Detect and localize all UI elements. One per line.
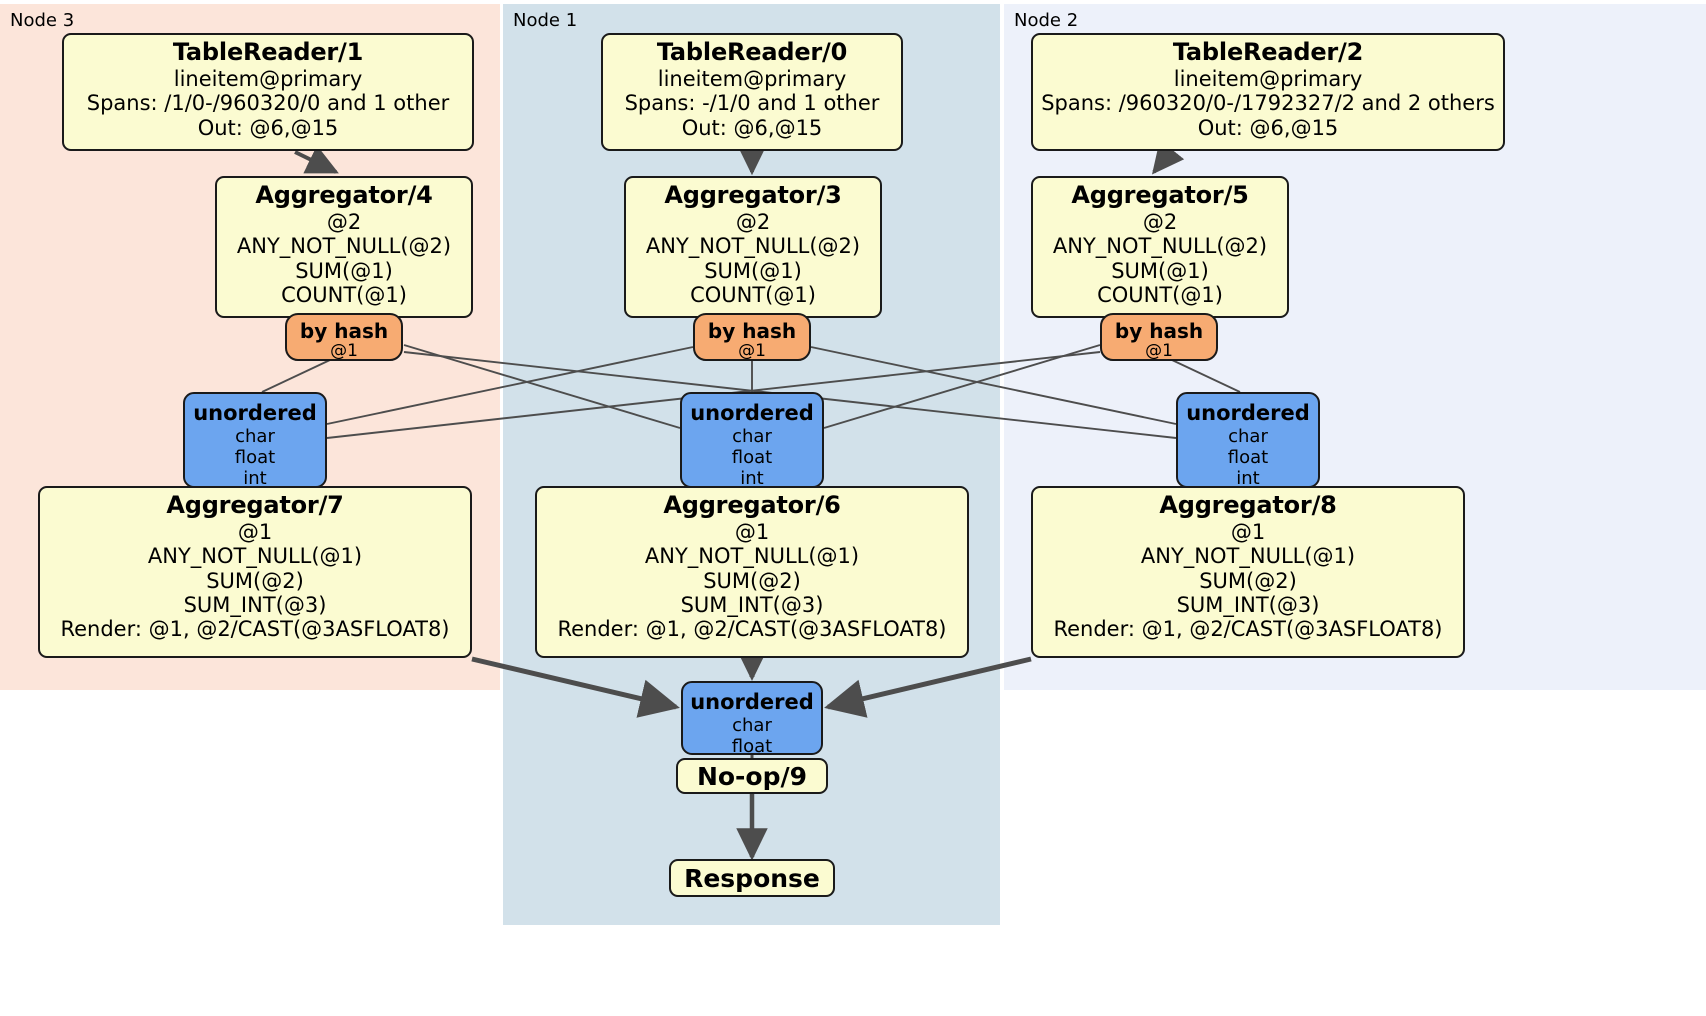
processor-title: TableReader/2 — [1172, 38, 1364, 66]
processor-group: @1 — [1230, 519, 1266, 544]
synchronizer-type: int — [243, 468, 267, 490]
processor-aggregator-4[interactable]: Aggregator/4 @2 ANY_NOT_NULL(@2) SUM(@1)… — [215, 176, 473, 318]
router-column: @1 — [330, 341, 358, 362]
synchronizer-unordered-node1[interactable]: unordered char float int — [680, 392, 824, 490]
processor-agg: ANY_NOT_NULL(@2) — [1052, 234, 1268, 259]
processor-render: Render: @1, @2/CAST(@3ASFLOAT8) — [1053, 617, 1443, 642]
processor-table: lineitem@primary — [1173, 66, 1363, 91]
processor-agg: SUM(@1) — [1111, 258, 1209, 283]
synchronizer-type: int — [740, 468, 764, 490]
processor-table: lineitem@primary — [173, 66, 363, 91]
processor-title: Response — [684, 863, 820, 893]
synchronizer-title: unordered — [193, 401, 317, 425]
node-group-label-node1: Node 1 — [513, 10, 578, 31]
processor-aggregator-7[interactable]: Aggregator/7 @1 ANY_NOT_NULL(@1) SUM(@2)… — [38, 486, 472, 658]
synchronizer-type: char — [732, 714, 772, 736]
processor-group: @2 — [326, 209, 362, 234]
router-by-hash-node2[interactable]: by hash @1 — [1100, 313, 1218, 361]
synchronizer-type: float — [234, 447, 276, 468]
processor-table: lineitem@primary — [657, 66, 847, 91]
processor-group: @2 — [735, 209, 771, 234]
processor-agg: SUM(@2) — [703, 568, 801, 593]
synchronizer-type: char — [235, 425, 275, 447]
processor-agg: ANY_NOT_NULL(@1) — [644, 544, 860, 569]
processor-title: Aggregator/6 — [663, 491, 841, 519]
synchronizer-type: char — [732, 425, 772, 447]
synchronizer-type: char — [1228, 425, 1268, 447]
node-group-label-node3: Node 3 — [10, 10, 75, 31]
processor-tablereader-2[interactable]: TableReader/2 lineitem@primary Spans: /9… — [1031, 33, 1505, 151]
processor-agg: SUM_INT(@3) — [680, 592, 824, 617]
processor-title: Aggregator/8 — [1159, 491, 1337, 519]
processor-out: Out: @6,@15 — [1197, 115, 1339, 140]
processor-agg: ANY_NOT_NULL(@2) — [645, 234, 861, 259]
synchronizer-type: float — [731, 736, 773, 757]
processor-render: Render: @1, @2/CAST(@3ASFLOAT8) — [60, 617, 450, 642]
processor-out: Out: @6,@15 — [197, 115, 339, 140]
processor-title: Aggregator/4 — [255, 181, 433, 209]
processor-title: No-op/9 — [696, 761, 808, 791]
processor-agg: COUNT(@1) — [690, 282, 816, 307]
processor-spans: Spans: -/1/0 and 1 other — [624, 91, 880, 116]
router-column: @1 — [738, 341, 766, 362]
processor-title: TableReader/1 — [172, 38, 364, 66]
processor-agg: SUM(@2) — [206, 568, 304, 593]
processor-title: Aggregator/7 — [166, 491, 344, 519]
processor-title: Aggregator/3 — [664, 181, 842, 209]
processor-spans: Spans: /1/0-/960320/0 and 1 other — [86, 91, 450, 116]
processor-agg: COUNT(@1) — [281, 282, 407, 307]
router-title: by hash — [299, 319, 389, 343]
processor-tablereader-1[interactable]: TableReader/1 lineitem@primary Spans: /1… — [62, 33, 474, 151]
processor-agg: SUM(@2) — [1199, 568, 1297, 593]
synchronizer-title: unordered — [1186, 401, 1310, 425]
router-by-hash-node1[interactable]: by hash @1 — [693, 313, 811, 361]
processor-noop-9[interactable]: No-op/9 — [676, 758, 828, 794]
processor-spans: Spans: /960320/0-/1792327/2 and 2 others — [1041, 91, 1495, 116]
edge-tablereader-to-aggregator — [294, 139, 1185, 176]
processor-group: @1 — [734, 519, 770, 544]
processor-aggregator-5[interactable]: Aggregator/5 @2 ANY_NOT_NULL(@2) SUM(@1)… — [1031, 176, 1289, 318]
synchronizer-type: int — [1236, 468, 1260, 490]
synchronizer-unordered-node2[interactable]: unordered char float int — [1176, 392, 1320, 490]
processor-agg: SUM(@1) — [295, 258, 393, 283]
processor-aggregator-3[interactable]: Aggregator/3 @2 ANY_NOT_NULL(@2) SUM(@1)… — [624, 176, 882, 318]
edge-final-aggregator-to-gather — [471, 641, 1032, 718]
router-title: by hash — [1114, 319, 1204, 343]
processor-group: @2 — [1142, 209, 1178, 234]
synchronizer-title: unordered — [690, 690, 814, 714]
processor-out: Out: @6,@15 — [681, 115, 823, 140]
synchronizer-type: float — [731, 447, 773, 468]
processor-aggregator-8[interactable]: Aggregator/8 @1 ANY_NOT_NULL(@1) SUM(@2)… — [1031, 486, 1465, 658]
processor-agg: ANY_NOT_NULL(@1) — [1140, 544, 1356, 569]
processor-render: Render: @1, @2/CAST(@3ASFLOAT8) — [557, 617, 947, 642]
processor-group: @1 — [237, 519, 273, 544]
node-group-label-node2: Node 2 — [1014, 10, 1079, 31]
router-by-hash-node3[interactable]: by hash @1 — [285, 313, 403, 361]
router-column: @1 — [1145, 341, 1173, 362]
processor-agg: COUNT(@1) — [1097, 282, 1223, 307]
processor-title: Aggregator/5 — [1071, 181, 1249, 209]
processor-agg: SUM_INT(@3) — [1176, 592, 1320, 617]
processor-aggregator-6[interactable]: Aggregator/6 @1 ANY_NOT_NULL(@1) SUM(@2)… — [535, 486, 969, 658]
processor-agg: ANY_NOT_NULL(@1) — [147, 544, 363, 569]
synchronizer-unordered-final[interactable]: unordered char float — [681, 681, 823, 757]
processor-tablereader-0[interactable]: TableReader/0 lineitem@primary Spans: -/… — [601, 33, 903, 151]
processor-title: TableReader/0 — [656, 38, 848, 66]
processor-response[interactable]: Response — [669, 859, 835, 897]
synchronizer-title: unordered — [690, 401, 814, 425]
synchronizer-type: float — [1227, 447, 1269, 468]
processor-agg: ANY_NOT_NULL(@2) — [236, 234, 452, 259]
router-title: by hash — [707, 319, 797, 343]
processor-agg: SUM(@1) — [704, 258, 802, 283]
processor-agg: SUM_INT(@3) — [183, 592, 327, 617]
synchronizer-unordered-node3[interactable]: unordered char float int — [183, 392, 327, 490]
